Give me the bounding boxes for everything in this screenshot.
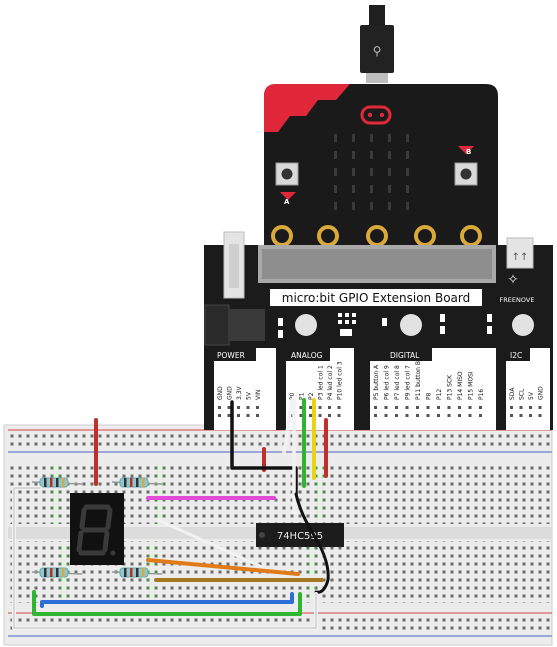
led [406,168,409,176]
button-1[interactable] [295,314,317,336]
pin-label: P6 led col 9 [384,365,391,400]
wires [12,398,330,630]
led-matrix [334,134,409,210]
jumper-header [506,237,534,269]
pin-label: 5V [528,391,535,400]
pin-label: P12 [436,389,443,400]
resistors [31,477,163,578]
svg-text:↑↑: ↑↑ [512,252,529,263]
power-section-label: POWER [217,351,245,360]
led [406,134,409,142]
microbit-body [264,84,498,245]
led [334,151,337,159]
led [352,134,355,142]
pin-label: GND [538,386,545,400]
resistor [111,567,163,578]
pin-label: P7 led col 8 [394,365,401,400]
led [352,151,355,159]
pin-label: P5 button A [373,364,380,400]
pin-label: SDA [509,387,516,400]
led [406,151,409,159]
led [388,134,391,142]
led [388,202,391,210]
pin-label: P1 [299,392,306,400]
led [352,202,355,210]
usb-plug [360,25,394,73]
pin-label: GND [227,386,234,400]
wire-orange [146,558,300,576]
svg-text:⚲: ⚲ [373,44,382,58]
i2c-section-label: I2C [510,351,522,360]
wire-black-gnd [230,400,298,496]
led [388,185,391,193]
pin-label: 5V [246,391,253,400]
wire-white-3 [156,518,264,569]
pin-label: P8 [426,392,433,400]
resistor [31,477,83,488]
pin-label: 3.3V [236,385,243,400]
pin-label: P16 [478,389,485,400]
led [352,168,355,176]
pin-label: P3 led col 1 [318,365,325,400]
usb-cable [369,5,385,25]
led [370,134,373,142]
wire-green-long [32,590,302,616]
button-b-label: B [466,148,471,156]
seven-segment-display [70,493,124,565]
led [352,185,355,193]
led [388,151,391,159]
power-jack [204,304,230,346]
led [406,202,409,210]
board-title: micro:bit GPIO Extension Board [282,291,470,305]
button-3[interactable] [512,314,534,336]
resistor [111,477,163,488]
button-2[interactable] [400,314,422,336]
pin-label: P10 led col 3 [337,361,344,400]
pin-label: P9 led col 7 [405,365,412,400]
edge-connector-pads [271,225,482,247]
wire-white-1 [282,398,294,454]
pin-label: P2 [308,392,315,400]
led [334,185,337,193]
pin-label: VIN [255,390,262,400]
pin-label: P13 SCK [447,374,454,400]
led [334,134,337,142]
led [388,168,391,176]
microbit-logo [360,105,392,125]
brand-label: FREENOVE [500,296,535,304]
pin-label: P14 MISO [457,371,464,400]
digital-section-label: DIGITAL [390,351,420,360]
wire-blue-long [40,592,294,608]
freenove-logo-icon: ✧ [507,272,519,288]
led [370,168,373,176]
wire-black-loop [294,492,330,594]
microbit: ⚲ A B [264,5,498,247]
pin-label: SCL [519,388,526,400]
led [370,202,373,210]
led [334,202,337,210]
pin-label: P15 MOSI [468,371,475,400]
chip-label: 74HC595 [277,531,323,542]
led [406,185,409,193]
analog-section-label: ANALOG [291,351,323,360]
led [370,185,373,193]
pin-label: P11 button B [415,361,422,400]
pin-label: GND [217,386,224,400]
pin-label: P4 led col 2 [327,365,334,400]
resistor [31,567,83,578]
led [370,151,373,159]
button-a-label: A [284,198,290,206]
gpio-extension-board: ↑↑ micro:bit GPIO Extension Board ✧ FREE… [204,231,553,430]
shift-register-chip: 74HC595 [256,523,344,547]
pin-label: P0 [289,392,296,400]
led [334,168,337,176]
